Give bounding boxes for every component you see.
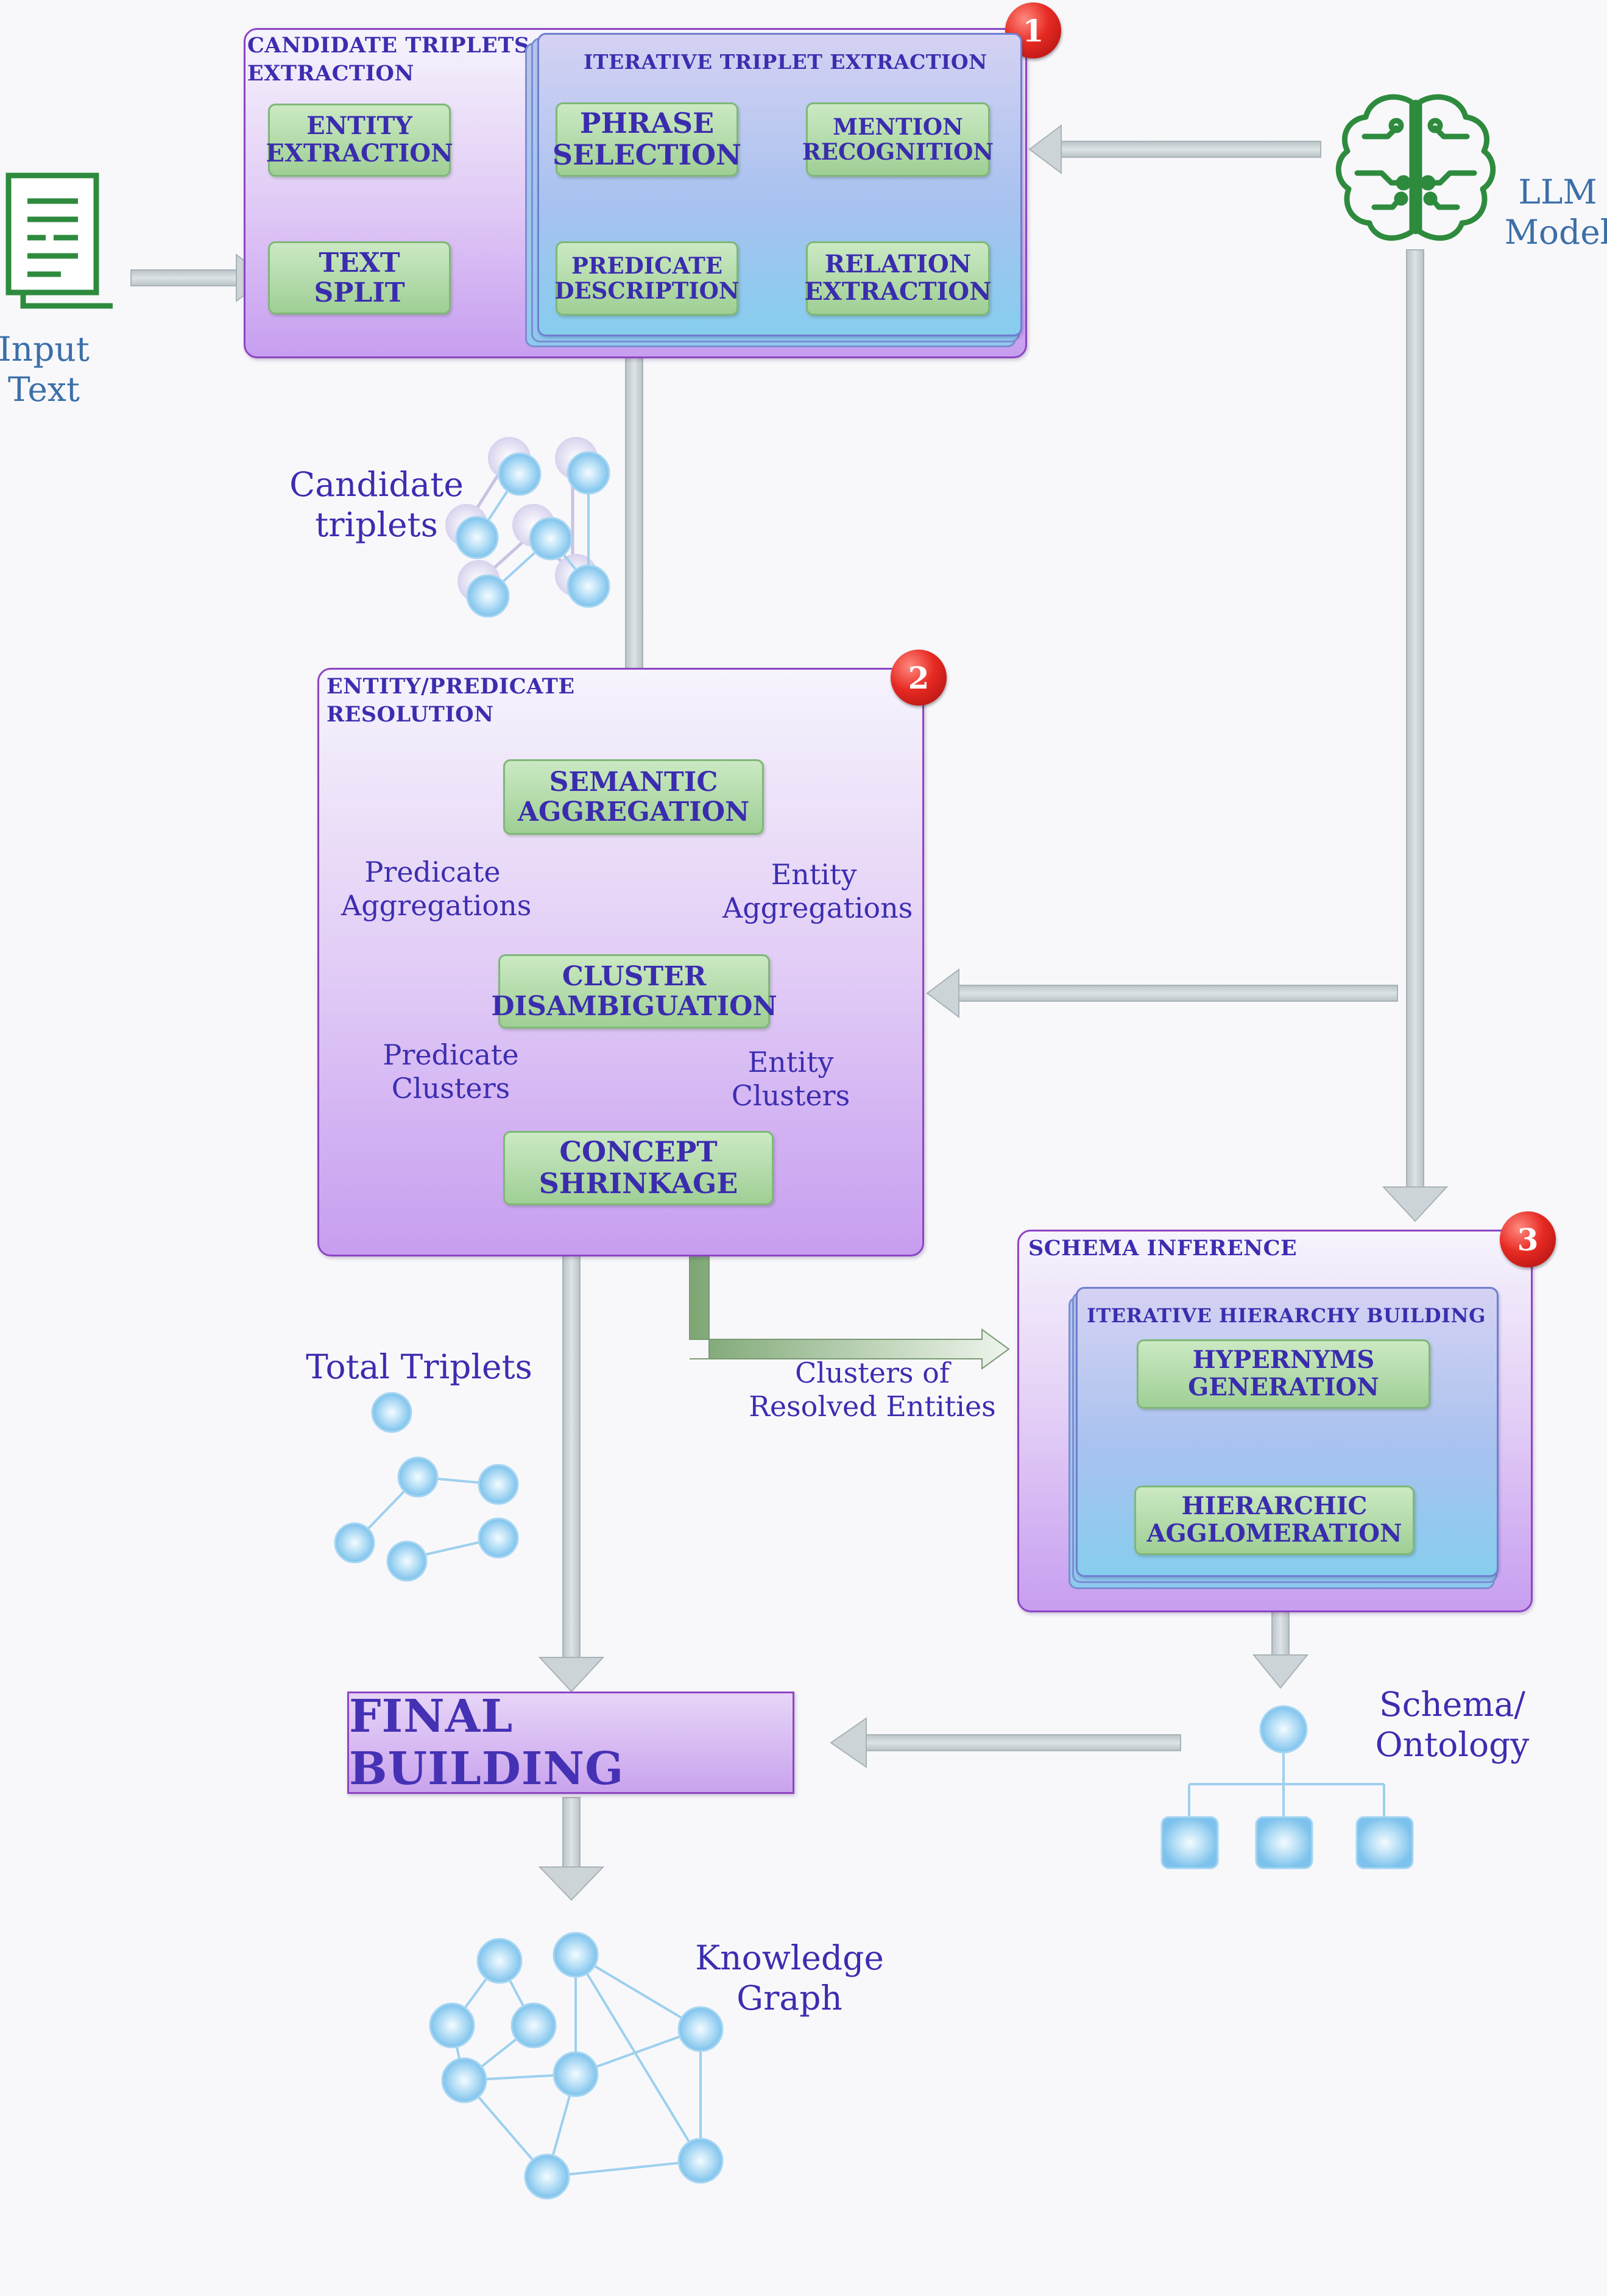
hypernyms-generation-step: HYPERNYMS GENERATION [1137,1339,1430,1409]
candidate-section-title: CANDIDATE TRIPLETS EXTRACTION [247,33,530,86]
ontology-tree [1160,1705,1414,1869]
input-text-label: Input Text [0,330,90,409]
final-building-box: FINAL BUILDING [347,1690,794,1795]
predicate-aggregations-label: Predicate Aggregations [341,856,532,923]
relation-extraction-step: RELATION EXTRACTION [804,241,992,316]
clusters-resolved-label: Clusters of Resolved Entities [749,1356,996,1423]
step-badge-3: 3 [1500,1211,1556,1267]
step-badge-2: 2 [891,650,947,706]
arrow-llm-to-resolution [926,968,1398,1018]
text-split-step: TEXT SPLIT [268,241,451,314]
cluster-disambiguation-step: CLUSTER DISAMBIGUATION [491,954,777,1029]
hierarchic-agglomeration-step: HIERARCHIC AGGLOMERATION [1134,1486,1415,1555]
iterative-triplet-title: ITERATIVE TRIPLET EXTRACTION [584,50,987,74]
predicate-clusters-label: Predicate Clusters [383,1038,519,1105]
entity-aggregations-label: Entity Aggregations [722,858,913,925]
total-triplets-graph [334,1392,519,1582]
arrow-llm-down-to-schema [1382,249,1449,1222]
document-icon [5,172,113,309]
arrow-shrinkage-to-schema [689,1213,1010,1370]
iterative-hierarchy-title: ITERATIVE HIERARCHY BUILDING [1087,1304,1486,1327]
arrow-shrinkage-to-final [538,1213,605,1693]
circuit-brain-icon [1335,94,1496,241]
semantic-aggregation-step: SEMANTIC AGGREGATION [503,759,764,835]
candidate-triplets-graph [445,437,610,618]
schema-ontology-label: Schema/ Ontology [1375,1685,1530,1764]
predicate-description-step: PREDICATE DESCRIPTION [554,241,740,316]
knowledge-graph [429,1932,724,2200]
candidate-triplets-label: Candidate triplets [289,465,464,544]
step-badge-1: 1 [1005,2,1061,58]
phrase-selection-step: PHRASE SELECTION [553,102,741,177]
llm-model-label: LLM Model [1504,172,1607,252]
concept-shrinkage-step: CONCEPT SHRINKAGE [503,1131,774,1205]
arrow-final-to-graph [538,1797,605,1901]
resolution-section-title: ENTITY/PREDICATE RESOLUTION [327,674,575,727]
arrow-llm-to-candidate [1028,124,1321,174]
arrow-ontology-to-final [830,1717,1181,1768]
entity-clusters-label: Entity Clusters [731,1046,850,1113]
schema-section-title: SCHEMA INFERENCE [1028,1236,1298,1261]
arrow-schema-to-ontology [1252,1600,1309,1689]
mention-recognition-step: MENTION RECOGNITION [802,102,994,177]
entity-extraction-step: ENTITY EXTRACTION [266,104,453,177]
total-triplets-label: Total Triplets [306,1347,532,1386]
knowledge-graph-label: Knowledge Graph [695,1938,884,2018]
